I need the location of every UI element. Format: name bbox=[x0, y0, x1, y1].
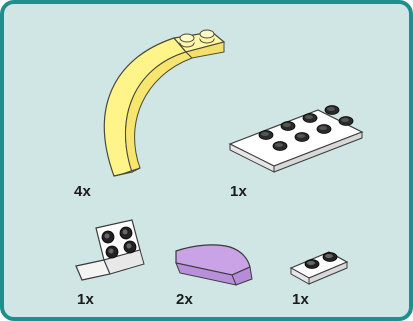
white-bracket-plate-image bbox=[74, 219, 149, 282]
plate-1x2-quantity: 1x bbox=[292, 291, 310, 308]
arch-brick-quantity: 4x bbox=[74, 183, 92, 200]
yellow-arch-brick-image bbox=[74, 28, 234, 178]
purple-curved-slope-image bbox=[174, 241, 259, 286]
white-plate-2x4-image bbox=[226, 104, 366, 174]
white-plate-1x2-image bbox=[289, 244, 351, 286]
plate-2x4-quantity: 1x bbox=[230, 183, 248, 200]
curved-slope-quantity: 2x bbox=[176, 291, 194, 308]
bracket-plate-quantity: 1x bbox=[77, 291, 95, 308]
